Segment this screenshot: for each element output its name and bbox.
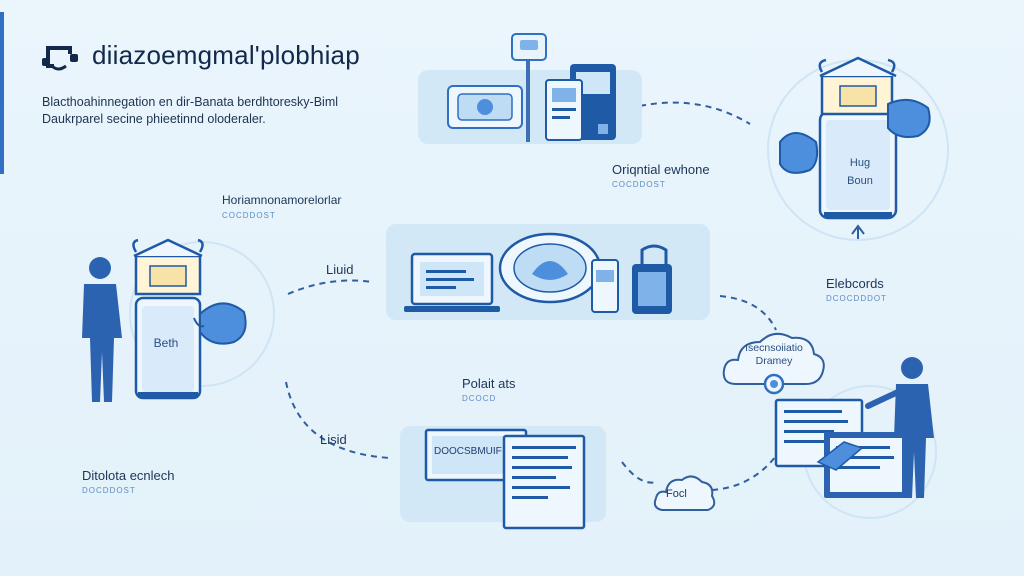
document-screen-text: DOOCSBMUIF	[434, 446, 502, 457]
diagram-subtitle: Blacthoahinnegation en dir-Banata berdht…	[42, 94, 338, 128]
connector-top	[639, 101, 751, 125]
connector-mid-to-right	[719, 295, 777, 331]
cloud-top-line-2: Dramey	[755, 355, 793, 367]
person-monitors-right	[774, 357, 937, 519]
accent-rule	[0, 12, 4, 174]
hug-screen-text: Hug Boun	[834, 154, 886, 190]
devices-illustration-center	[404, 232, 672, 314]
ditolota-sublabel: DOCDDOST	[82, 486, 136, 495]
horizontal-label: Horiamnonamorelorlar	[222, 193, 342, 207]
kiosk-machine-top-right	[767, 56, 949, 241]
documents-illustration	[424, 428, 586, 530]
beth-screen-text: Beth	[153, 336, 179, 350]
connector-bottom-right	[621, 461, 657, 484]
polait-sublabel: DCOCD	[462, 394, 497, 403]
lisid-label: Lisid	[320, 432, 347, 447]
polait-label: Polait ats	[462, 376, 516, 391]
cloud-top-line-1: Isecnsoiiatio	[745, 342, 803, 354]
original-sublabel: COCDDOST	[612, 180, 666, 189]
cloud-bubble-top	[722, 332, 825, 395]
devices-illustration-top	[447, 33, 616, 142]
elebcords-label: Elebcords	[826, 276, 884, 291]
original-label: Oriqntial ewhone	[612, 162, 710, 177]
person-kiosk-left	[82, 238, 275, 402]
cloud-bubble-bottom	[653, 475, 716, 511]
logo-icon	[42, 46, 78, 71]
cloud-top-text: Isecnsoiiatio Dramey	[732, 342, 816, 368]
elebcords-sublabel: DCOCDDDOT	[826, 294, 887, 303]
ditolota-label: Ditolota ecnlech	[82, 468, 175, 483]
diagram-title: diiazoemgmal'plobhiap	[92, 40, 360, 70]
horizontal-sublabel: COCDDOST	[222, 211, 276, 220]
connector-left-to-mid	[287, 279, 373, 295]
subtitle-line-1: Blacthoahinnegation en dir-Banata berdht…	[42, 95, 339, 109]
connector-bottom-left	[285, 381, 391, 459]
cloud-bottom-text: Focl	[666, 488, 687, 500]
subtitle-line-2: Daukrparel secine phieetinnd oloderaler.	[42, 112, 266, 126]
hug-line-2: Boun	[847, 175, 873, 187]
hug-line-1: Hug	[849, 157, 871, 169]
liuid-label: Liuid	[326, 262, 354, 277]
